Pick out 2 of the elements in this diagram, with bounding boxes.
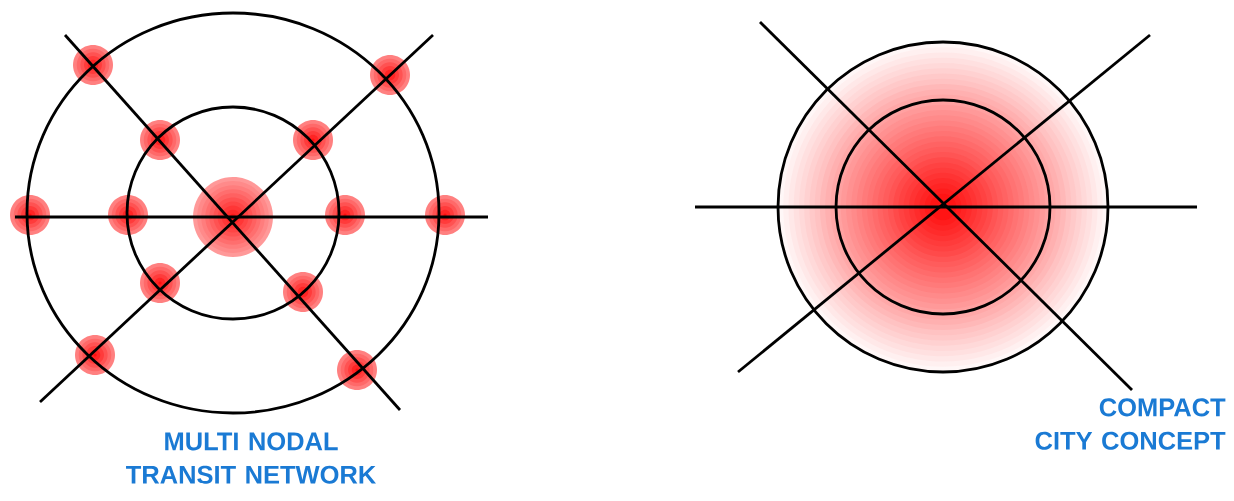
caption-text: COMPACT CITY CONCEPT <box>1035 398 1226 450</box>
caption-text: MULTI NODAL TRANSIT NETWORK <box>126 432 376 484</box>
